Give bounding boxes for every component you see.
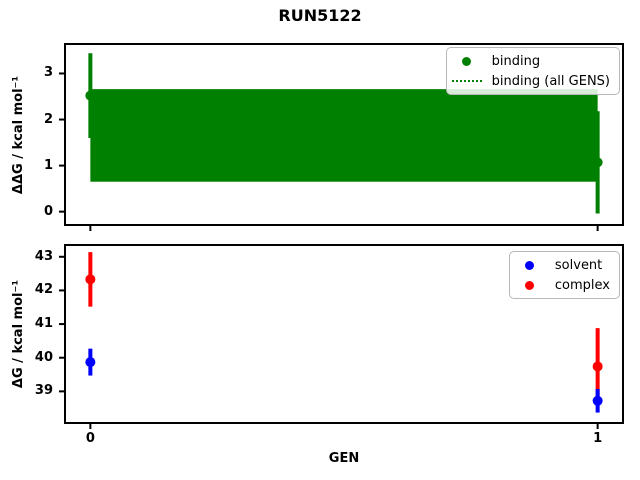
solvent-point-gen0 [85, 357, 96, 368]
x-tick-label: 1 [593, 431, 603, 446]
complex-point-gen1 [592, 361, 603, 372]
binding-point-gen1 [592, 157, 603, 168]
dotted-line-icon [450, 80, 484, 82]
figure-title: RUN5122 [278, 6, 362, 25]
legend-label: binding [491, 53, 541, 69]
legend-dg: solvent complex [508, 251, 620, 299]
complex-point-gen0 [85, 274, 96, 285]
y-axis-label-ddg: ΔΔG / kcal mol⁻¹ [11, 75, 26, 194]
legend-item-solvent: solvent [513, 255, 610, 275]
legend-dot-icon [462, 56, 472, 66]
legend-dotted-line-icon [451, 80, 482, 82]
legend-dot-icon [525, 260, 535, 270]
binding-point-gen0 [85, 90, 96, 101]
y-axis-label-dg: ΔG / kcal mol⁻¹ [11, 279, 26, 389]
legend-ddg: binding binding (all GENS) [445, 47, 620, 95]
legend-item-binding: binding [450, 51, 610, 71]
legend-label: solvent [554, 257, 603, 273]
dot-marker-icon [450, 56, 484, 66]
y-tick-label: 43 [34, 248, 53, 264]
dot-marker-icon [513, 260, 547, 270]
y-tick-label: 42 [34, 282, 53, 298]
x-axis-label: GEN [328, 451, 360, 466]
legend-item-binding-all-gens: binding (all GENS) [450, 71, 610, 91]
y-tick-label: 40 [34, 349, 53, 365]
y-tick-label: 2 [43, 111, 53, 127]
x-tick-label: 0 [85, 431, 95, 446]
legend-label: complex [554, 277, 610, 293]
legend-dot-icon [525, 280, 535, 290]
axes-spines-dg [64, 244, 624, 424]
y-tick-label: 39 [34, 383, 53, 399]
legend-item-complex: complex [513, 275, 610, 295]
y-tick-label: 3 [43, 65, 53, 81]
y-tick-label: 0 [43, 203, 53, 219]
dot-marker-icon [513, 280, 547, 290]
legend-label: binding (all GENS) [491, 73, 610, 89]
y-tick-label: 41 [34, 316, 53, 332]
y-tick-label: 1 [43, 157, 53, 173]
solvent-point-gen1 [592, 395, 603, 406]
axes-spines-ddg [64, 43, 624, 226]
